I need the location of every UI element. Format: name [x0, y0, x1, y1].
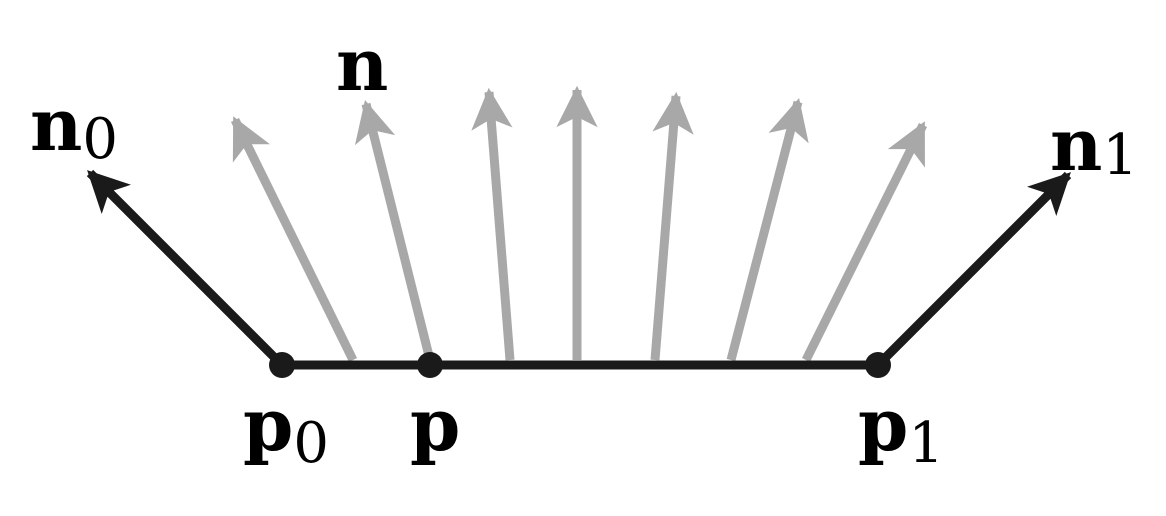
label-p: p [410, 382, 460, 467]
point-p0 [269, 352, 295, 378]
interpolated-normal-arrow [726, 97, 809, 362]
interpolated-normal-arrow [801, 121, 928, 363]
label-p0: p0 [243, 382, 329, 476]
label-n: n [336, 22, 388, 107]
interpolated-normal-arrow [471, 87, 515, 361]
point-p1 [865, 352, 891, 378]
interpolated-normals [230, 85, 928, 363]
label-p1: p1 [858, 382, 944, 476]
label-n1: n1 [1050, 102, 1138, 188]
point-p [417, 352, 443, 378]
normal-n0-arrow [86, 169, 286, 369]
normal-n1-arrow [874, 171, 1072, 369]
interpolated-normal-arrow-at-p [354, 99, 435, 362]
interpolated-normal-arrow [230, 116, 358, 362]
label-n0: n0 [30, 82, 118, 172]
interpolated-normal-arrow [650, 91, 694, 361]
